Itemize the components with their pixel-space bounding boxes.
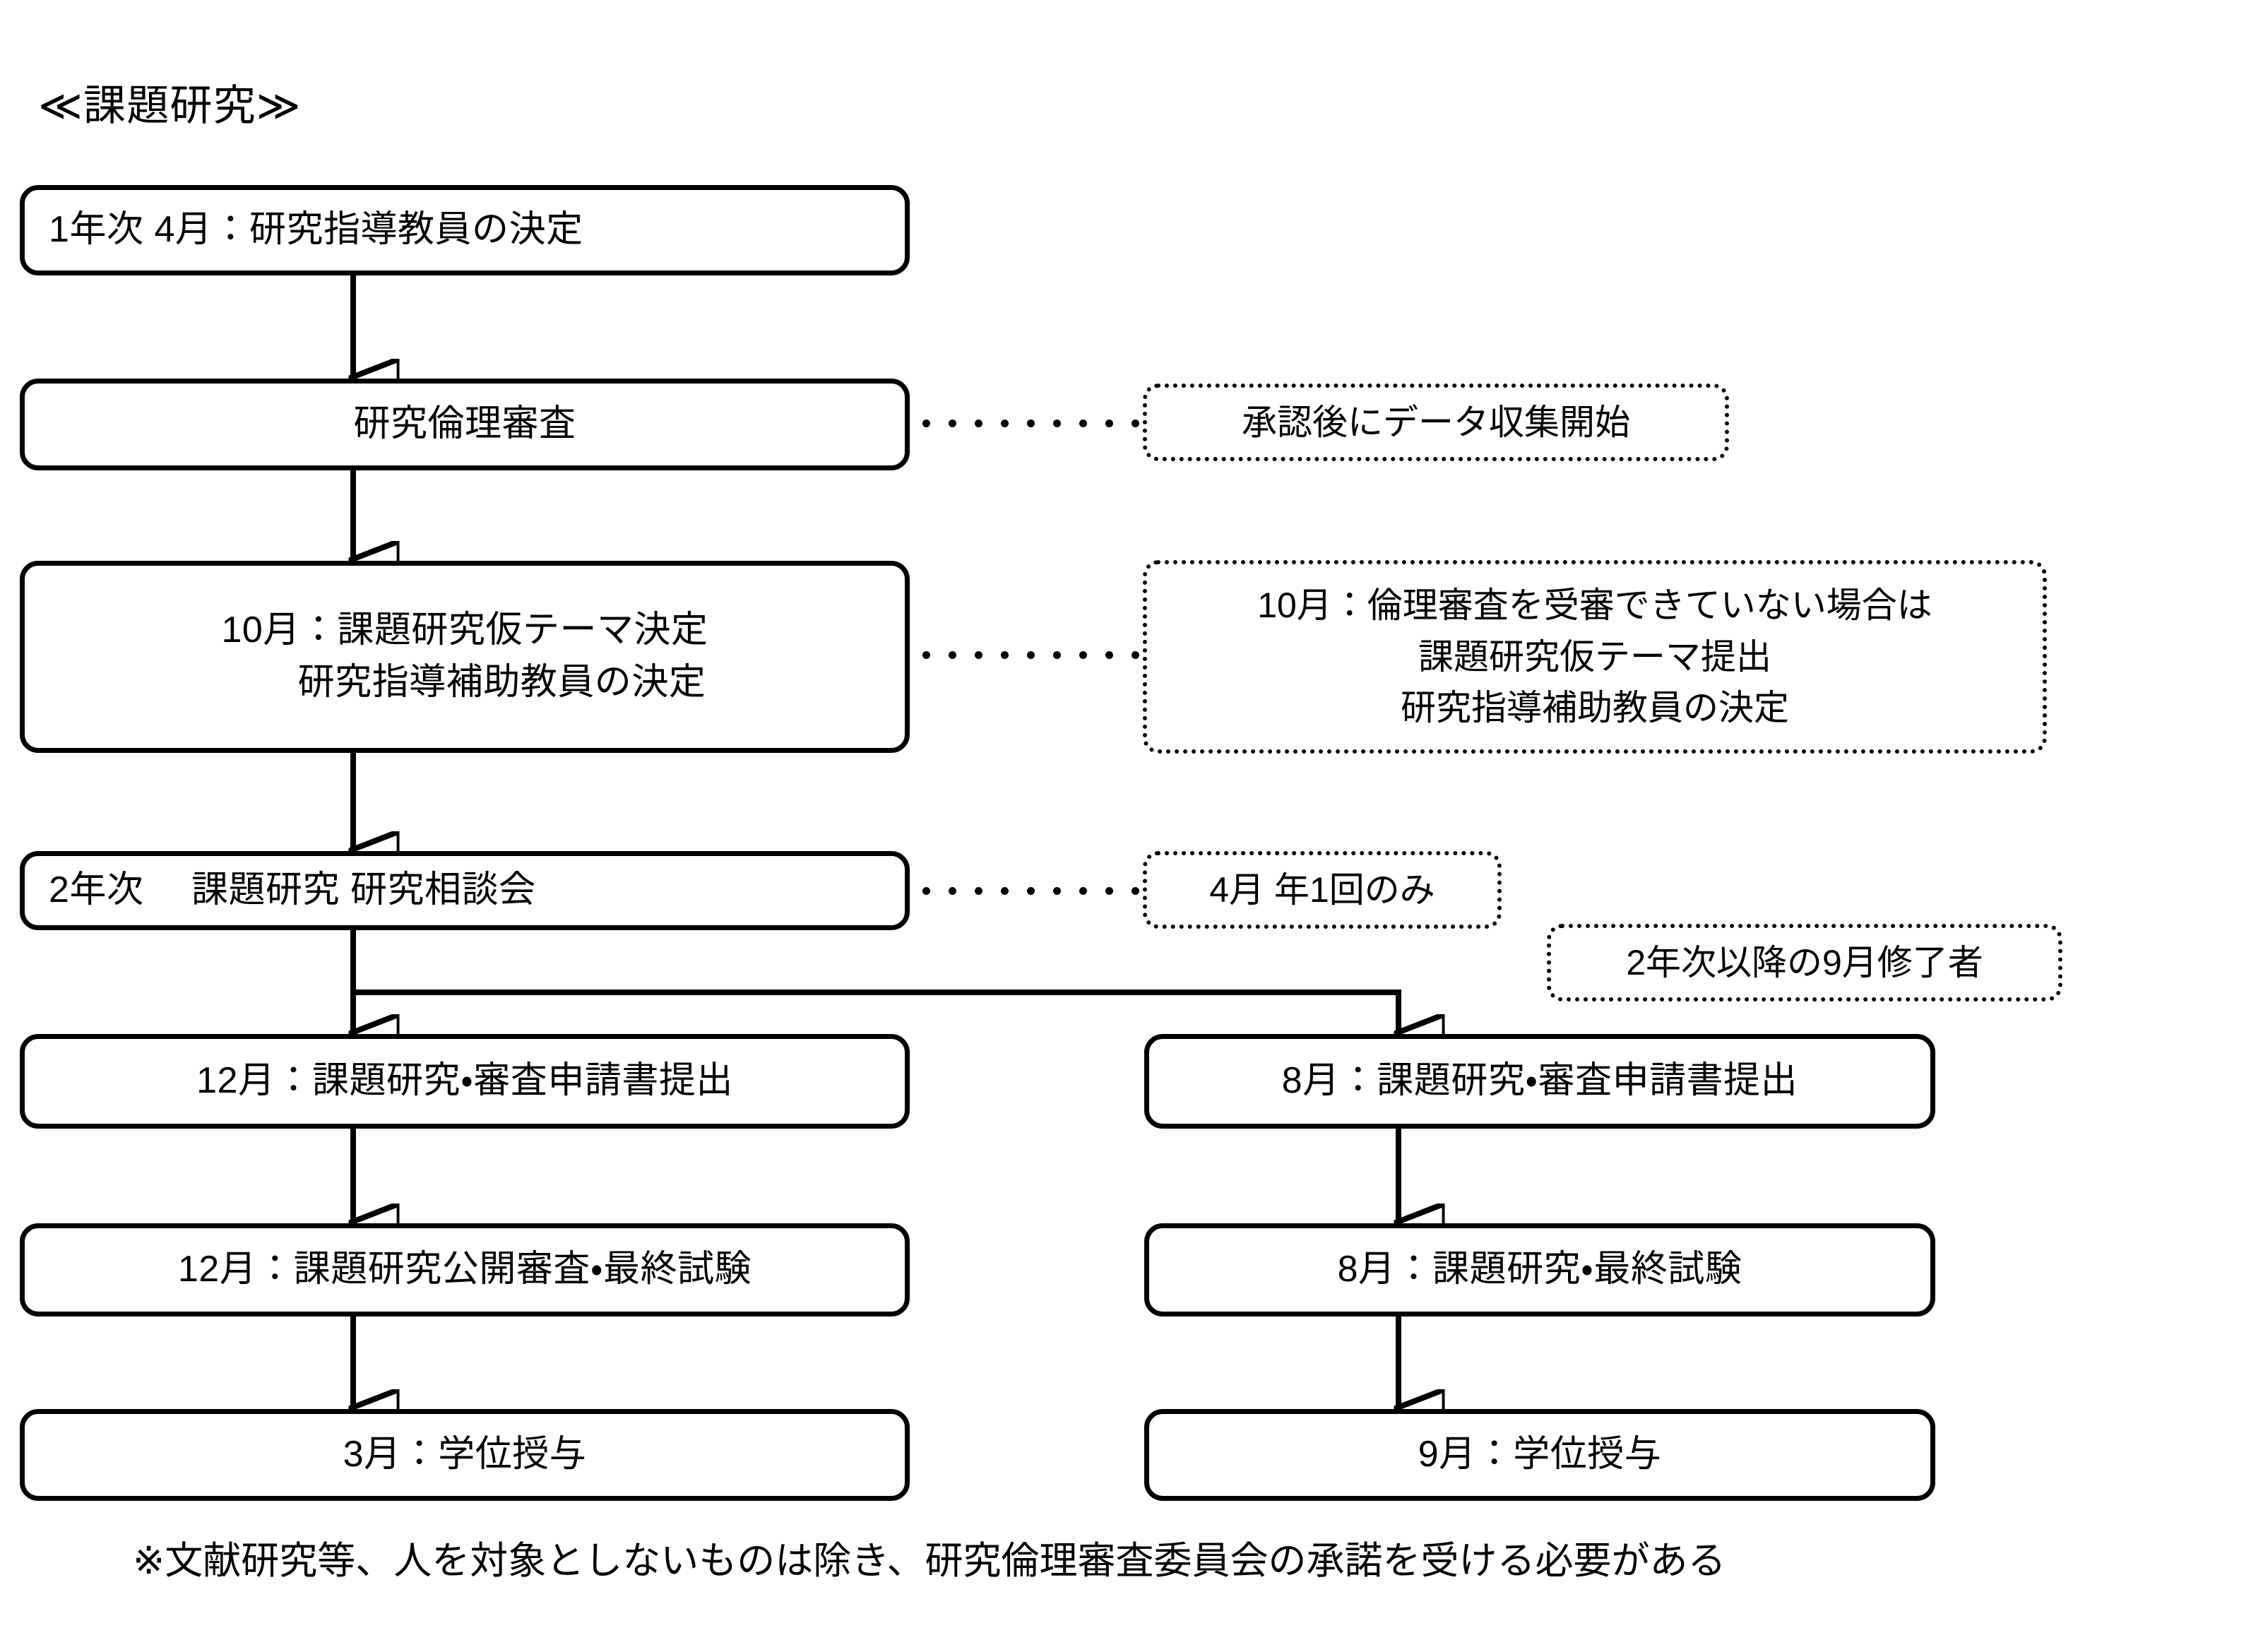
callout-october-no-ethics-review: 10月：倫理審査を受審できていない場合は 課題研究仮テーマ提出 研究指導補助教員… [1143,560,2047,754]
callout-data-collection-after-approval: 承認後にデータ収集開始 [1143,384,1729,461]
node-year2-research-consultation[interactable]: 2年次 課題研究 研究相談会 [20,851,910,930]
node-august-final-exam[interactable]: 8月：課題研究・最終試験 [1144,1223,1935,1317]
callout-label: 4月 年1回のみ [1209,869,1435,910]
callout-label: 10月：倫理審査を受審できていない場合は 課題研究仮テーマ提出 研究指導補助教員… [1257,586,1932,728]
leader-n3-c2 [922,651,1139,659]
node-label: 3月：学位授与 [343,1434,587,1475]
node-year1-april-advisor[interactable]: 1年次 4月：研究指導教員の決定 [20,185,910,275]
callout-september-completion-year2-plus: 2年次以降の9月修了者 [1547,924,2062,1002]
callout-april-once-a-year: 4月 年1回のみ [1143,851,1502,929]
node-december-public-review-final-exam[interactable]: 12月：課題研究公開審査・最終試験 [20,1223,910,1317]
node-december-review-application[interactable]: 12月：課題研究・審査申請書提出 [20,1034,910,1129]
leader-n4-c3 [922,887,1139,895]
page-title: ≪課題研究≫ [38,82,302,129]
node-label: 9月：学位授与 [1418,1434,1662,1475]
node-research-ethics-review[interactable]: 研究倫理審査 [20,379,910,470]
node-label: 12月：課題研究・審査申請書提出 [196,1060,733,1102]
callout-label: 2年次以降の9月修了者 [1626,942,1983,982]
node-september-degree-conferral[interactable]: 9月：学位授与 [1144,1409,1935,1501]
node-label: 8月：課題研究・最終試験 [1337,1249,1742,1290]
footnote-ethics-committee-approval: ※文献研究等、人を対象としないものは除き、研究倫理審査委員会の承諾を受ける必要が… [133,1540,1726,1582]
node-october-provisional-theme[interactable]: 10月：課題研究仮テーマ決定 研究指導補助教員の決定 [20,561,910,753]
node-label: 10月：課題研究仮テーマ決定 研究指導補助教員の決定 [221,610,708,703]
node-label: 2年次 課題研究 研究相談会 [49,869,536,911]
node-label: 研究倫理審査 [353,403,576,445]
node-march-degree-conferral[interactable]: 3月：学位授与 [20,1409,910,1501]
edge-n4-n8 [353,990,1398,1034]
node-label: 8月：課題研究・審査申請書提出 [1281,1060,1798,1102]
node-label: 12月：課題研究公開審査・最終試験 [177,1249,752,1290]
node-august-review-application[interactable]: 8月：課題研究・審査申請書提出 [1144,1034,1935,1129]
callout-label: 承認後にデータ収集開始 [1242,402,1630,442]
node-label: 1年次 4月：研究指導教員の決定 [49,209,583,251]
leader-n2-c1 [922,420,1139,427]
